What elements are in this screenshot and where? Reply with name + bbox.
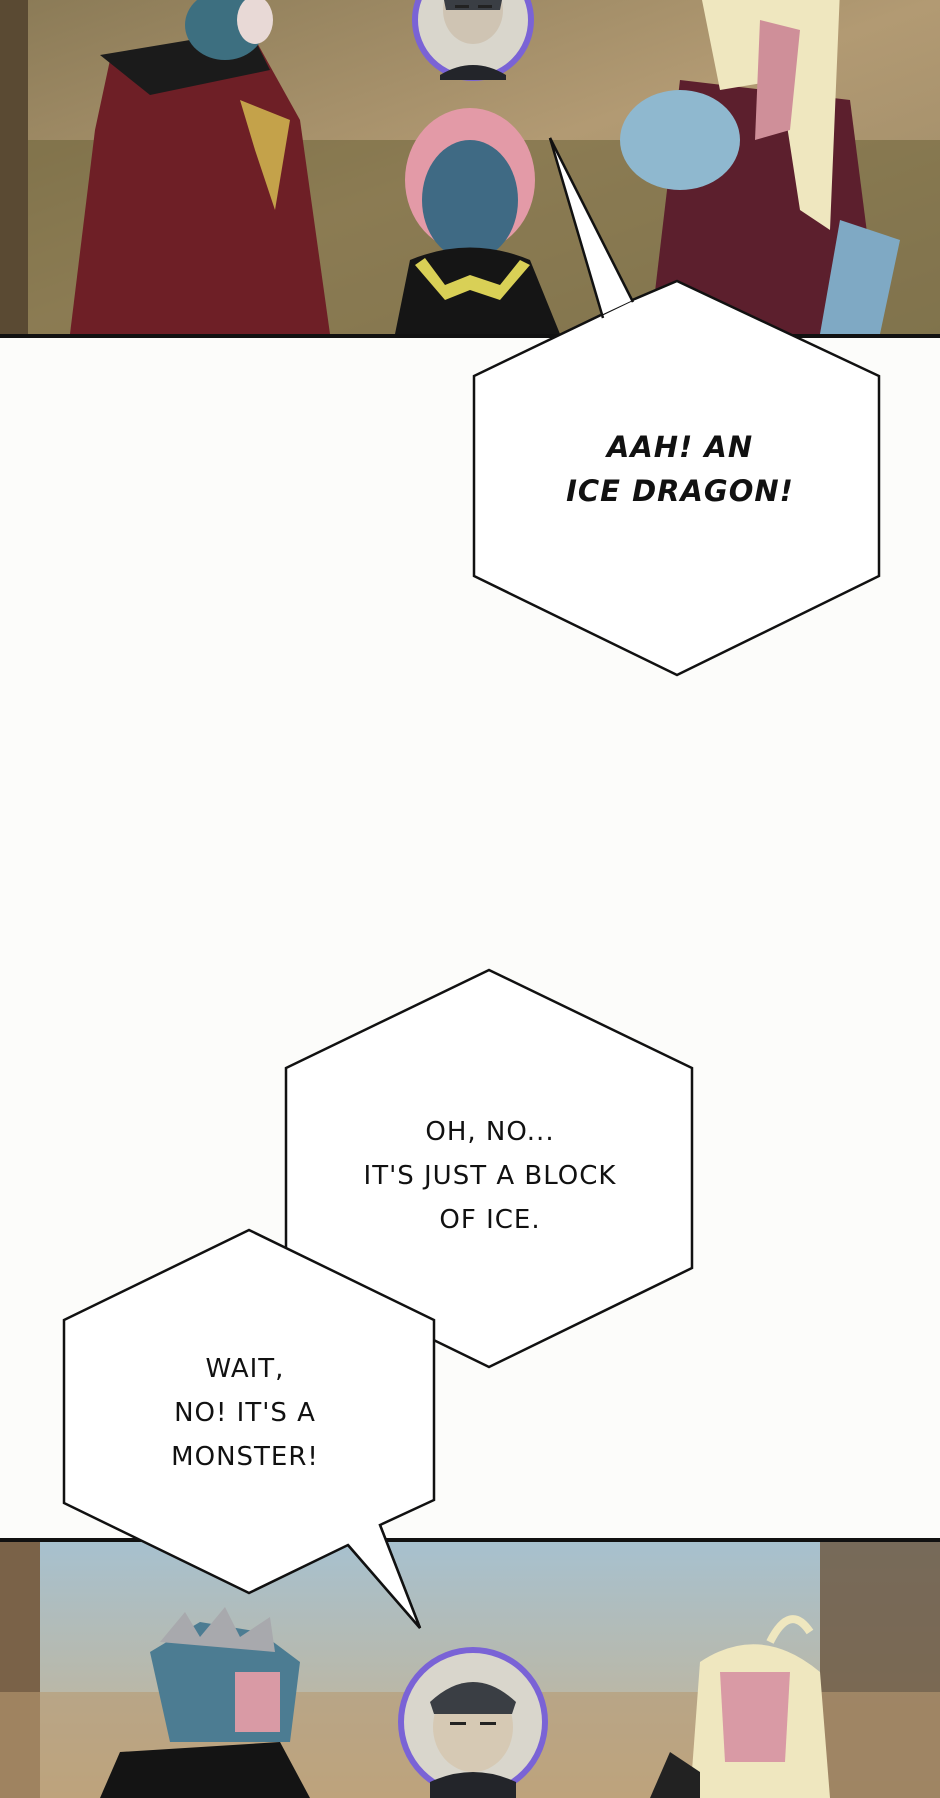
top-panel [0, 0, 940, 338]
speech-line: AAH! AN [606, 430, 754, 464]
speech-line: ICE DRAGON! [566, 474, 794, 508]
bottom-panel [0, 1538, 940, 1798]
speech-line: OF ICE. [439, 1205, 541, 1235]
speech-line: OH, NO... [425, 1117, 555, 1147]
character-avatar-bottom [398, 1647, 548, 1798]
top-panel-illustration [0, 0, 940, 334]
speech-text-ice-dragon: AAH! AN ICE DRAGON! [540, 425, 820, 513]
speech-text-block-of-ice: OH, NO... IT'S JUST A BLOCK OF ICE. [340, 1110, 640, 1242]
right-character-bottom [650, 1615, 830, 1798]
speech-line: WAIT, [205, 1354, 285, 1384]
speech-line: IT'S JUST A BLOCK [363, 1161, 617, 1191]
speech-line: NO! IT'S A [174, 1398, 316, 1428]
left-character-bottom [100, 1607, 310, 1798]
bottom-panel-illustration [0, 1542, 940, 1798]
character-avatar [412, 0, 534, 81]
left-character [70, 0, 330, 334]
speech-line: MONSTER! [171, 1442, 319, 1472]
speech-text-monster: WAIT, NO! IT'S A MONSTER! [140, 1347, 350, 1479]
